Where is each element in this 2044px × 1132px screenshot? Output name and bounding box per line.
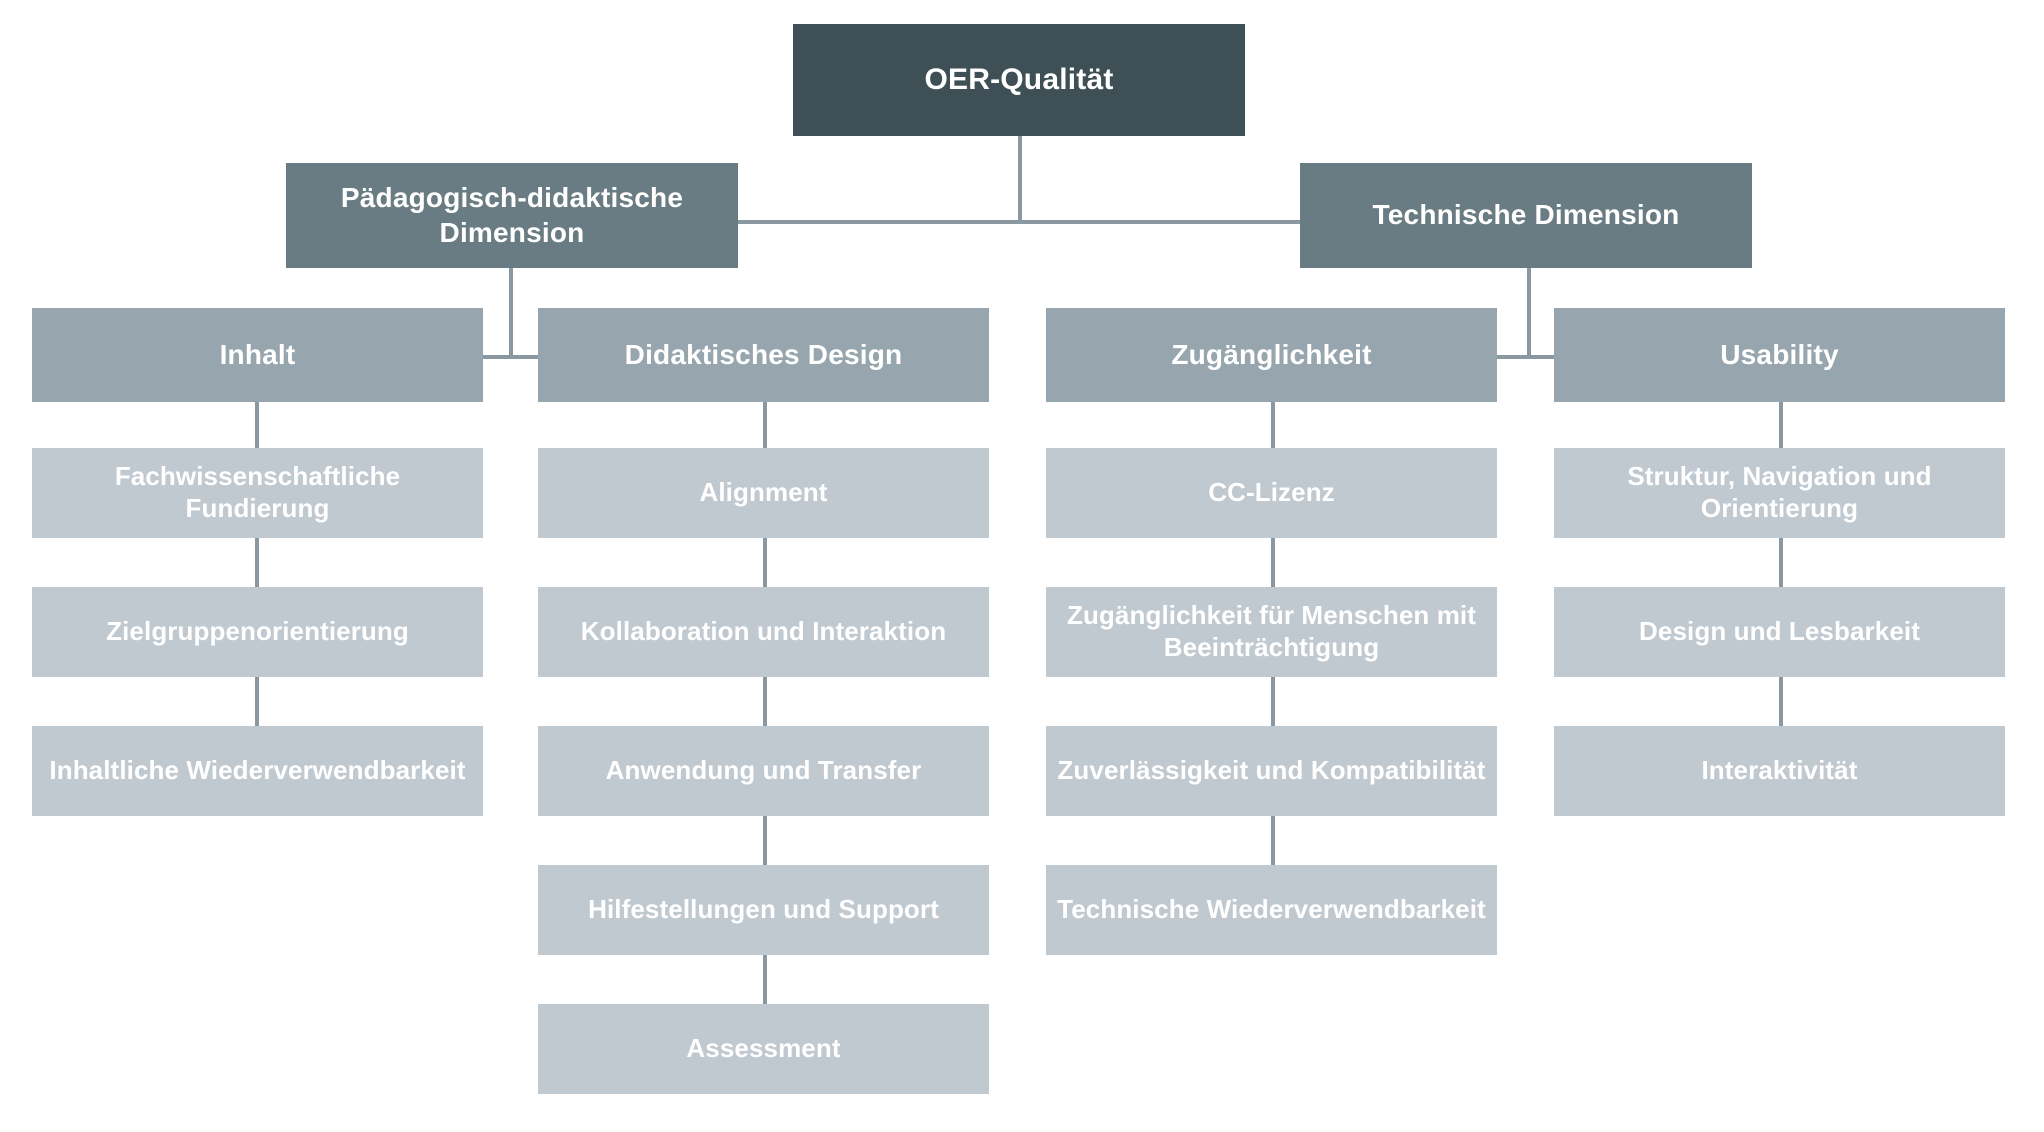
node-criterion-zielgruppenorientierung[interactable]: Zielgruppenorientierung — [32, 587, 483, 677]
node-criterion-cc-lizenz[interactable]: CC-Lizenz — [1046, 448, 1497, 538]
node-criterion-anwendung-und-transfer[interactable]: Anwendung und Transfer — [538, 726, 989, 816]
node-paedagogisch-didaktische-dimension[interactable]: Pädagogisch-didaktische Dimension — [286, 163, 738, 268]
node-criterion-zugaenglichkeit-beeintraechtigung[interactable]: Zugänglichkeit für Menschen mit Beeinträ… — [1046, 587, 1497, 677]
node-criterion-fachwissenschaftliche-fundierung[interactable]: Fachwissenschaftliche Fundierung — [32, 448, 483, 538]
node-criterion-technische-wiederverwendbarkeit[interactable]: Technische Wiederverwendbarkeit — [1046, 865, 1497, 955]
connector-paed-dimension-vertical — [509, 268, 513, 358]
node-criterion-kollaboration-und-interaktion[interactable]: Kollaboration und Interaktion — [538, 587, 989, 677]
node-criterion-hilfestellungen-und-support[interactable]: Hilfestellungen und Support — [538, 865, 989, 955]
node-criterion-zuverlaessigkeit-und-kompatibilitaet[interactable]: Zuverlässigkeit und Kompatibilität — [1046, 726, 1497, 816]
connector-tech-dimension-vertical — [1527, 268, 1531, 358]
node-technische-dimension[interactable]: Technische Dimension — [1300, 163, 1752, 268]
connector-left-category-bus — [452, 355, 568, 359]
node-oer-qualitaet[interactable]: OER-Qualität — [793, 24, 1245, 136]
node-category-didaktisches-design[interactable]: Didaktisches Design — [538, 308, 989, 402]
node-category-zugaenglichkeit[interactable]: Zugänglichkeit — [1046, 308, 1497, 402]
node-criterion-inhaltliche-wiederverwendbarkeit[interactable]: Inhaltliche Wiederverwendbarkeit — [32, 726, 483, 816]
node-criterion-assessment[interactable]: Assessment — [538, 1004, 989, 1094]
connector-root-vertical — [1018, 136, 1022, 222]
node-criterion-alignment[interactable]: Alignment — [538, 448, 989, 538]
node-criterion-struktur-navigation-orientierung[interactable]: Struktur, Navigation und Orientierung — [1554, 448, 2005, 538]
node-criterion-interaktivitaet[interactable]: Interaktivität — [1554, 726, 2005, 816]
connector-right-category-bus — [1470, 355, 1586, 359]
node-criterion-design-und-lesbarkeit[interactable]: Design und Lesbarkeit — [1554, 587, 2005, 677]
node-category-inhalt[interactable]: Inhalt — [32, 308, 483, 402]
node-category-usability[interactable]: Usability — [1554, 308, 2005, 402]
connector-dimension-bus — [734, 220, 1304, 224]
